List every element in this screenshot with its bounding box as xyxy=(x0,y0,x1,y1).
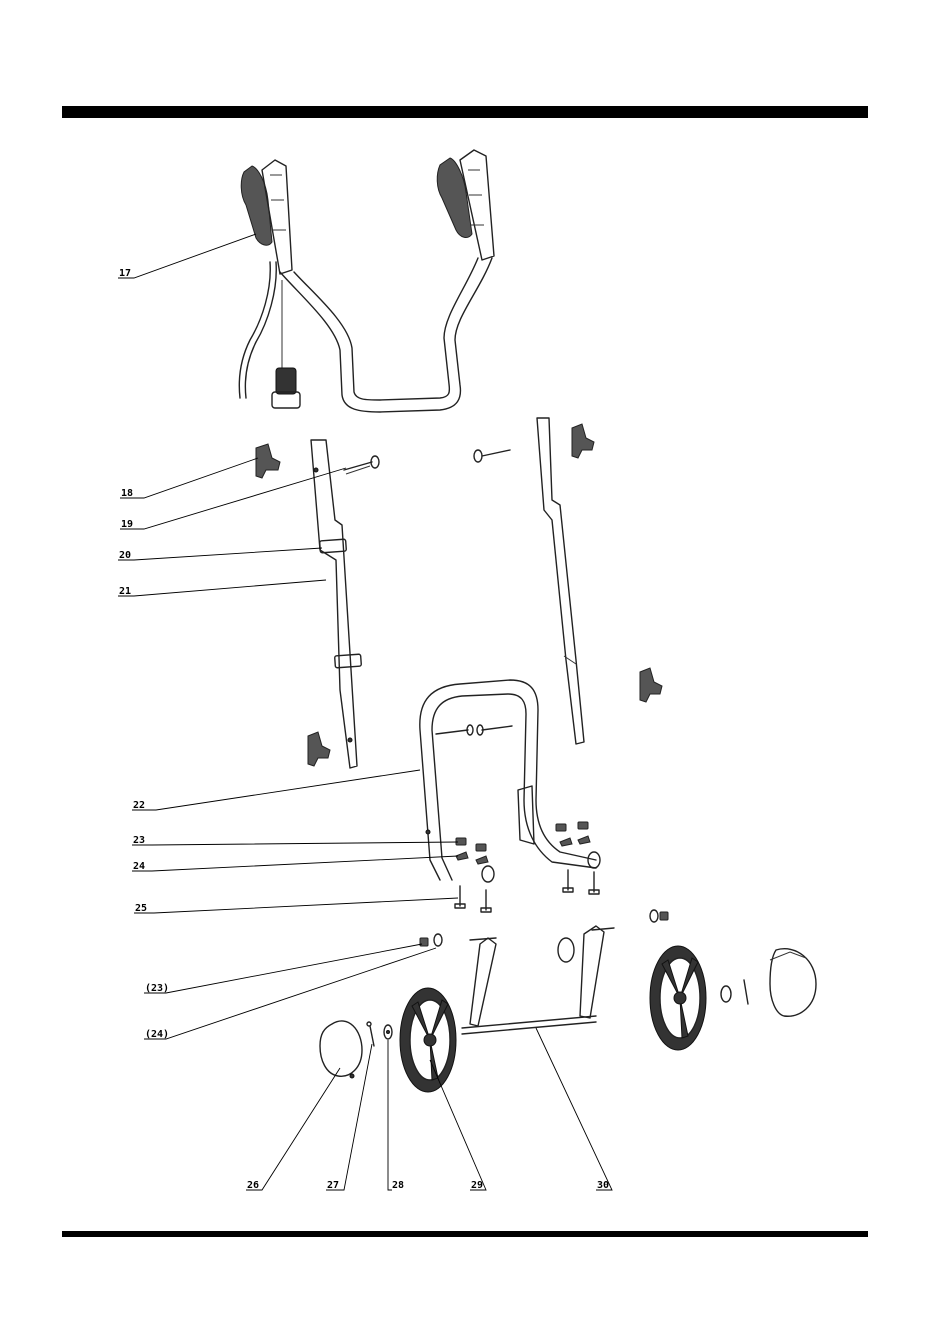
bolt-upper-right xyxy=(474,450,510,462)
handle-assembly xyxy=(239,150,494,412)
bolt-19 xyxy=(344,456,379,474)
wing-knob-left-low xyxy=(308,732,330,766)
hub-cap-26 xyxy=(320,1021,362,1078)
callout-23-alt: (23) xyxy=(145,983,169,994)
lower-frame xyxy=(420,680,600,882)
upper-frame-tube-right xyxy=(537,418,584,744)
wheel-right xyxy=(650,946,748,1050)
nuts-23 xyxy=(456,822,588,851)
bolts-25 xyxy=(455,870,599,912)
callout-26: 26 xyxy=(247,1180,259,1191)
callout-24: 24 xyxy=(133,861,145,872)
callout-labels: 17 18 19 20 21 22 23 24 25 (23) (24) 26 … xyxy=(119,268,609,1191)
callout-18: 18 xyxy=(121,488,133,499)
wing-knob-right-mid xyxy=(640,668,662,702)
callout-23: 23 xyxy=(133,835,145,846)
callout-22: 22 xyxy=(133,800,145,811)
wheel-29 xyxy=(400,988,456,1092)
washer-28 xyxy=(384,1025,392,1039)
wing-knob-right-top xyxy=(572,424,594,458)
axle-bracket xyxy=(462,926,614,1034)
callout-29: 29 xyxy=(471,1180,483,1191)
top-rule xyxy=(62,106,868,118)
callout-25: 25 xyxy=(135,903,147,914)
hub-cap-right xyxy=(770,949,816,1016)
cotter-pin-27 xyxy=(367,1022,374,1046)
callout-21: 21 xyxy=(119,586,131,597)
callout-30: 30 xyxy=(597,1180,609,1191)
callout-17: 17 xyxy=(119,268,131,279)
loose-nut-washer xyxy=(420,910,668,946)
upper-frame-tube-left xyxy=(311,440,361,768)
wing-knob-18 xyxy=(256,444,280,478)
callout-27: 27 xyxy=(327,1180,339,1191)
frame-bolts xyxy=(436,725,512,735)
callout-19: 19 xyxy=(121,519,133,530)
callout-20: 20 xyxy=(119,550,131,561)
bottom-rule xyxy=(62,1231,868,1237)
callout-24-alt: (24) xyxy=(145,1029,169,1040)
callout-28: 28 xyxy=(392,1180,404,1191)
